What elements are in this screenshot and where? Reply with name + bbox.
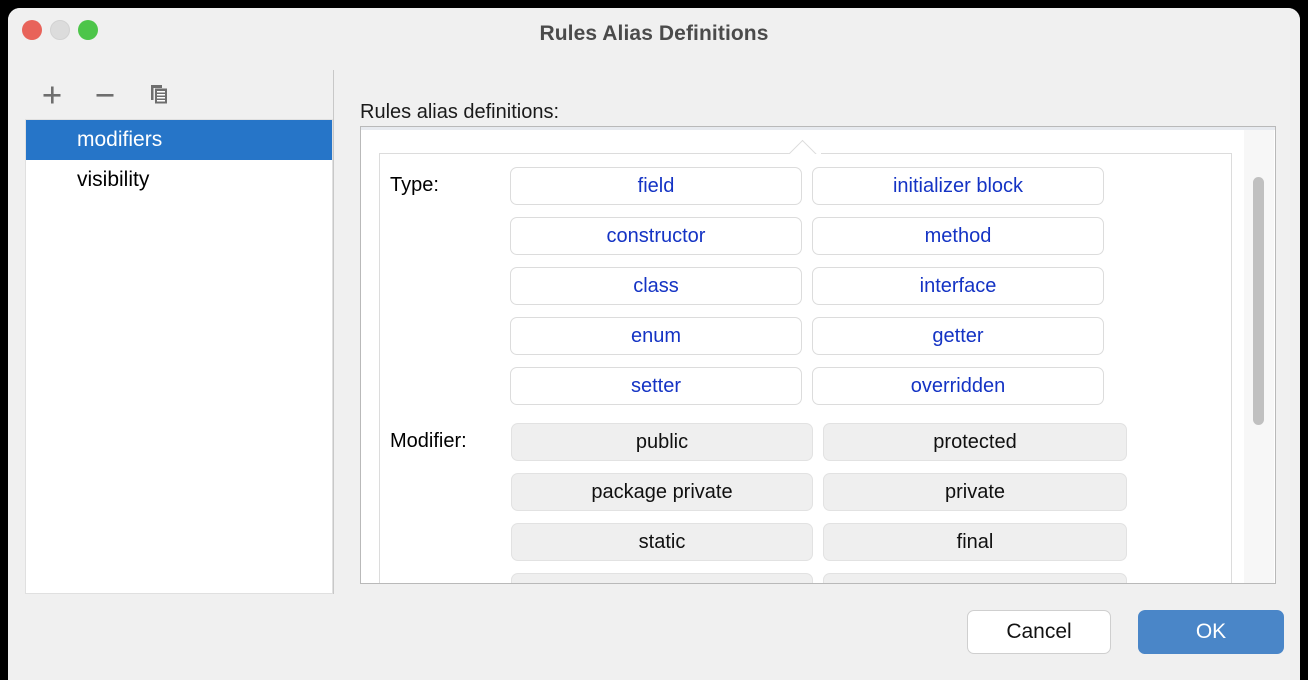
list-toolbar — [33, 74, 341, 120]
dialog-window: Rules Alias Definitions — [8, 8, 1300, 680]
modifier-chip-final[interactable]: final — [823, 523, 1127, 561]
type-row: Type: field initializer block — [380, 161, 1231, 211]
scrollbar-thumb[interactable] — [1253, 177, 1264, 425]
copy-button[interactable] — [140, 74, 178, 116]
plus-icon — [43, 86, 61, 104]
type-chip-setter[interactable]: setter — [510, 367, 802, 405]
minus-icon — [96, 94, 114, 97]
remove-button[interactable] — [86, 74, 124, 116]
type-chip-initializer-block[interactable]: initializer block — [812, 167, 1104, 205]
type-chip-overridden[interactable]: overridden — [812, 367, 1104, 405]
ok-button[interactable]: OK — [1138, 610, 1284, 654]
window-controls — [22, 20, 98, 40]
pane-divider — [333, 70, 334, 594]
type-row: class interface — [380, 261, 1231, 311]
type-chip-enum[interactable]: enum — [510, 317, 802, 355]
type-chip-interface[interactable]: interface — [812, 267, 1104, 305]
type-chip-getter[interactable]: getter — [812, 317, 1104, 355]
panel-top-accent — [361, 127, 1275, 130]
modifier-row: package private private — [380, 467, 1231, 517]
alias-definitions-panel: Type: field initializer block constructo… — [360, 126, 1276, 584]
modifier-chip-private[interactable]: private — [823, 473, 1127, 511]
dialog-footer: Cancel OK — [8, 594, 1300, 680]
type-chip-constructor[interactable]: constructor — [510, 217, 802, 255]
list-item-label: modifiers — [77, 128, 163, 151]
close-button[interactable] — [22, 20, 42, 40]
add-button[interactable] — [33, 74, 71, 116]
type-chip-method[interactable]: method — [812, 217, 1104, 255]
popover-arrow-icon — [784, 139, 828, 154]
modifier-chip-clipped[interactable] — [823, 573, 1127, 583]
type-section-label: Type: — [390, 174, 439, 196]
type-row: constructor method — [380, 211, 1231, 261]
cancel-button[interactable]: Cancel — [967, 610, 1111, 654]
pane-label: Rules alias definitions: — [360, 101, 559, 123]
modifier-chip-protected[interactable]: protected — [823, 423, 1127, 461]
modifier-row — [380, 567, 1231, 583]
list-item-modifiers[interactable]: modifiers — [26, 120, 332, 160]
copy-icon — [151, 85, 167, 104]
minimize-button[interactable] — [50, 20, 70, 40]
type-chip-class[interactable]: class — [510, 267, 802, 305]
vertical-scrollbar[interactable] — [1244, 130, 1274, 583]
type-row: enum getter — [380, 311, 1231, 361]
modifier-chip-public[interactable]: public — [511, 423, 813, 461]
popover-border-right — [821, 153, 1231, 154]
window-title: Rules Alias Definitions — [539, 22, 769, 45]
modifier-chip-package-private[interactable]: package private — [511, 473, 813, 511]
modifier-chip-clipped[interactable] — [511, 573, 813, 583]
type-row: setter overridden — [380, 361, 1231, 411]
alias-popover-box: Type: field initializer block constructo… — [379, 153, 1232, 583]
modifier-section: Modifier: public protected package priva… — [380, 417, 1231, 583]
popover-border-left — [380, 153, 790, 154]
title-bar: Rules Alias Definitions — [8, 8, 1300, 60]
type-section: Type: field initializer block constructo… — [380, 161, 1231, 411]
modifier-chip-static[interactable]: static — [511, 523, 813, 561]
list-item-visibility[interactable]: visibility — [26, 160, 332, 200]
type-chip-field[interactable]: field — [510, 167, 802, 205]
list-item-label: visibility — [77, 168, 150, 191]
modifier-row: Modifier: public protected — [380, 417, 1231, 467]
modifier-row: static final — [380, 517, 1231, 567]
alias-list[interactable]: modifiers visibility — [25, 119, 333, 594]
zoom-button[interactable] — [78, 20, 98, 40]
modifier-section-label: Modifier: — [390, 430, 467, 452]
